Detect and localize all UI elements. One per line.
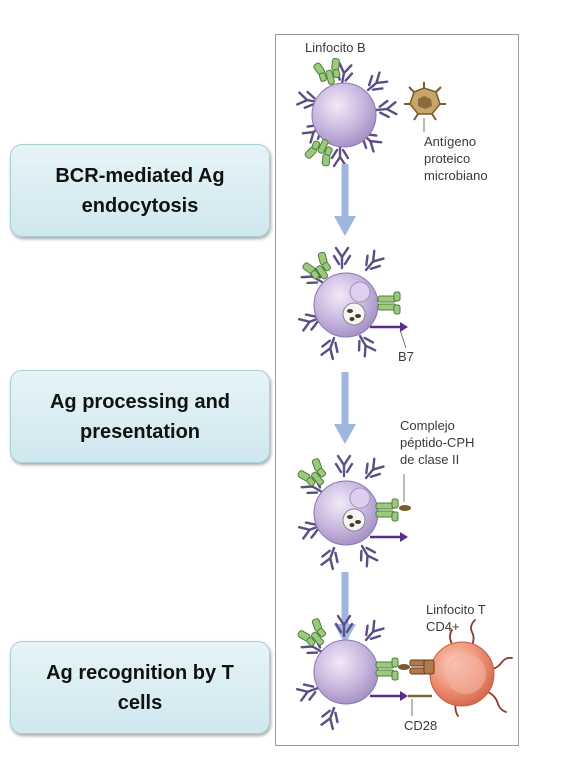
t-cell-label-line2: CD4+ bbox=[426, 619, 460, 634]
b-cell-label: Linfocito B bbox=[305, 40, 366, 55]
t-cell-label-line1: Linfocito T bbox=[426, 602, 486, 617]
step-label-endocytosis: BCR-mediated Ag endocytosis bbox=[55, 164, 225, 217]
down-arrow-2 bbox=[334, 372, 356, 444]
step-box-processing: Ag processing and presentation bbox=[10, 370, 270, 463]
b-cell-stage2 bbox=[297, 246, 408, 361]
complex-label-line3: de clase II bbox=[400, 452, 459, 467]
complex-label-line1: Complejo bbox=[400, 418, 455, 433]
antigen-icon bbox=[404, 82, 446, 121]
step-box-endocytosis: BCR-mediated Ag endocytosis bbox=[10, 144, 270, 237]
step-label-recognition: Ag recognition by T cells bbox=[46, 661, 234, 714]
mhc-complex-stage2 bbox=[377, 291, 401, 315]
cd28-label: CD28 bbox=[404, 718, 437, 733]
b7-label: B7 bbox=[398, 349, 414, 364]
antigen-label-line2: proteico bbox=[424, 151, 470, 166]
mhc-peptide-complex-stage3 bbox=[375, 498, 399, 522]
step-label-processing: Ag processing and presentation bbox=[49, 390, 231, 443]
down-arrow-1 bbox=[334, 164, 356, 236]
b-cell-stage1 bbox=[295, 56, 446, 169]
tcr-mhc-synapse bbox=[370, 657, 435, 716]
antigen-label-line1: Antígeno bbox=[424, 134, 476, 149]
antigen-label-line3: microbiano bbox=[424, 168, 488, 183]
b-cell-stage3 bbox=[295, 454, 411, 571]
complex-label-line2: péptido-CPH bbox=[400, 435, 474, 450]
step-box-recognition: Ag recognition by T cells bbox=[10, 641, 270, 734]
t-cell bbox=[429, 619, 513, 717]
